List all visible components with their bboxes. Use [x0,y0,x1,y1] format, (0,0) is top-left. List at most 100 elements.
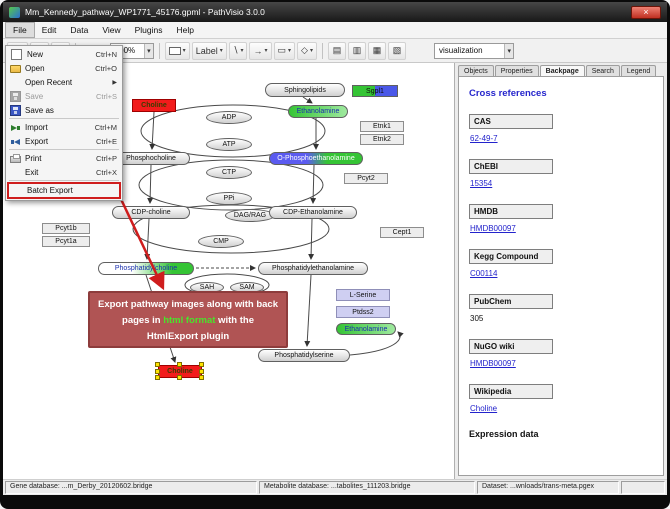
file-menu-item-open-recent[interactable]: Open Recent▶ [7,75,121,89]
pathway-node-phosphatidylcholine[interactable]: Phosphatidylcholine [98,262,194,275]
file-menu-item-batch-export[interactable]: Batch Export [7,182,121,199]
crossref-source: PubChem [469,294,553,309]
selection-handle[interactable] [155,368,160,374]
pathway-node-ethanolamine[interactable]: Ethanolamine [288,105,348,118]
tab-search[interactable]: Search [585,65,620,76]
pathway-node-pcyt2[interactable]: Pcyt2 [344,173,388,184]
menu-help[interactable]: Help [176,25,194,35]
selection-handle[interactable] [155,375,160,380]
chevron-down-icon: ▾ [288,48,292,54]
pathway-node-pcyt1b[interactable]: Pcyt1b [42,223,90,234]
crossref-id-link[interactable]: C00114 [470,269,498,278]
pathway-node-phosphatidylserine[interactable]: Phosphatidylserine [258,349,350,362]
close-button[interactable]: × [631,5,661,19]
crossref-source: HMDB [469,204,553,219]
visualization-combobox[interactable]: visualization ▾ [433,42,514,59]
save-icon [10,90,21,102]
selection-handle[interactable] [155,362,160,367]
shape-tool-button[interactable]: ▭ ▾ [273,41,296,60]
pathway-node-ethanolamine[interactable]: Ethanolamine [336,323,396,335]
datanode-tool-button[interactable]: ▾ [164,41,190,60]
crossref-id-link[interactable]: HMDB00097 [470,224,516,233]
menu-item-label: Batch Export [27,186,73,195]
menu-item-shortcut: Ctrl+X [95,167,117,177]
crossref-id-link[interactable]: 62-49-7 [470,134,498,143]
pathway-node-sgpl1[interactable]: Sgpl1 [352,85,398,97]
distribute-horizontal-button[interactable]: ▦ [367,41,386,60]
template-tool-button[interactable]: ◇ ▾ [297,41,317,60]
pathway-node-etnk2[interactable]: Etnk2 [360,134,404,145]
selection-handle[interactable] [177,362,182,367]
menu-view[interactable]: View [102,25,121,35]
tab-backpage[interactable]: Backpage [539,65,585,76]
pathway-node-phosphocholine[interactable]: Phosphocholine [112,152,190,165]
crossref-id-link[interactable]: Choline [470,404,498,413]
label-tool-text: Label [195,45,218,56]
file-menu-item-save-as[interactable]: Save as [7,103,121,117]
pathway-node-atp[interactable]: ATP [206,138,252,151]
crossref-id-link[interactable]: 15354 [470,179,493,188]
menu-edit[interactable]: Edit [41,25,57,35]
status-bar: Gene database: ...m_Derby_20120602.bridg… [3,479,667,495]
import-icon [10,122,21,133]
menu-item-label: Exit [25,167,39,177]
selection-handle[interactable] [199,368,204,374]
label-tool-button[interactable]: Label ▾ [191,41,227,60]
file-menu-item-exit[interactable]: Exit Ctrl+X [7,165,121,179]
pathway-node-choline[interactable]: Choline [132,99,176,112]
tab-properties[interactable]: Properties [494,65,539,76]
pathway-node-o-phosphoethanolamine[interactable]: O-Phosphoethanolamine [269,152,363,165]
tab-legend[interactable]: Legend [620,65,657,76]
pathway-node-etnk1[interactable]: Etnk1 [360,121,404,132]
align-horizontal-icon: ▤ [332,45,342,55]
distribute-vertical-icon: ▧ [392,45,402,55]
pathway-node-l-serine[interactable]: L-Serine [336,289,390,301]
pathway-node-dag-rag[interactable]: DAG/RAG [225,209,275,222]
tab-objects[interactable]: Objects [458,65,494,76]
status-cell: Gene database: ...m_Derby_20120602.bridg… [5,481,257,494]
pathway-node-ptdss2[interactable]: Ptdss2 [336,306,390,318]
pathway-node-cmp[interactable]: CMP [198,235,244,248]
pathway-node-ctp[interactable]: CTP [206,166,252,179]
pathway-node-pcyt1a[interactable]: Pcyt1a [42,236,90,247]
crossref-id-link[interactable]: HMDB00097 [470,359,516,368]
selection-handle[interactable] [199,362,204,367]
menu-file[interactable]: File [5,22,35,38]
align-vertical-button[interactable]: ▥ [347,41,366,60]
distribute-vertical-button[interactable]: ▧ [387,41,406,60]
pathway-node-cdp-choline[interactable]: CDP-choline [112,206,190,219]
visualization-value: visualization [438,46,483,55]
pathway-node-cept1[interactable]: Cept1 [380,227,424,238]
crossref-source: Wikipedia [469,384,553,399]
pathway-node-sphingolipids[interactable]: Sphingolipids [265,83,345,97]
selection-handle[interactable] [177,375,182,380]
align-horizontal-button[interactable]: ▤ [327,41,346,60]
chevron-down-icon: ▾ [182,48,186,54]
chevron-down-icon: ▾ [219,48,223,54]
menu-plugins[interactable]: Plugins [134,25,163,35]
pathway-node-cdp-ethanolamine[interactable]: CDP-Ethanolamine [269,206,357,219]
pathway-node-adp[interactable]: ADP [206,111,252,124]
menu-data[interactable]: Data [70,25,89,35]
arrow-tool-button[interactable]: → ▾ [249,41,272,60]
status-cell: Dataset: ...wnloads/trans-meta.pgex [477,481,619,494]
selection-handle[interactable] [199,375,204,380]
pathway-node-ppi[interactable]: PPi [206,192,252,205]
line-tool-button[interactable]: ∖ ▾ [228,41,248,60]
menu-item-icon [10,167,21,178]
menu-item-label: Print [25,153,42,163]
menu-item-label: New [27,49,44,59]
pathway-node-phosphatidylethanolamine[interactable]: Phosphatidylethanolamine [258,262,368,275]
